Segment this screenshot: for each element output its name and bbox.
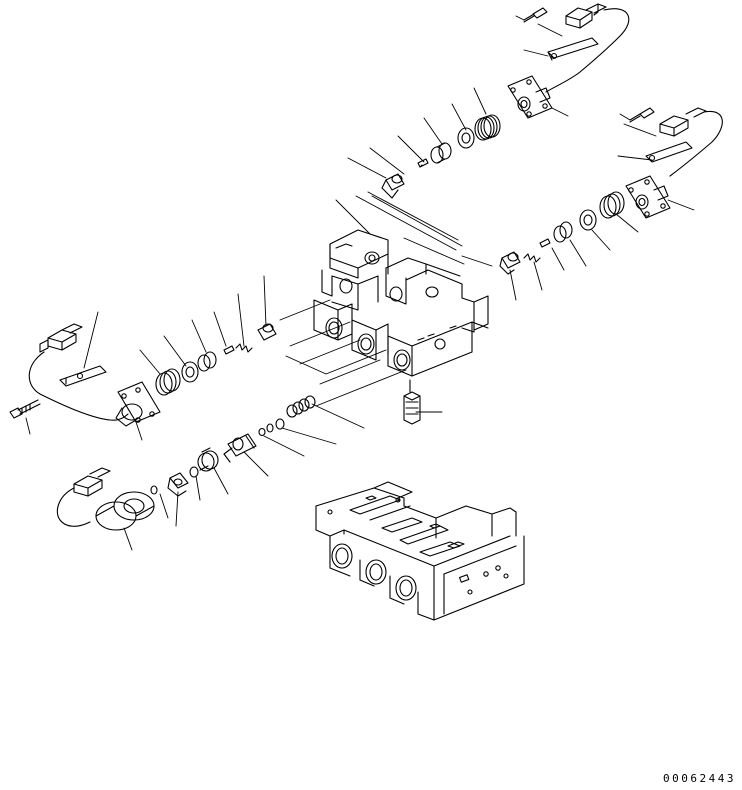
leader-24: [213, 311, 227, 347]
bottom-solenoid-coil: [95, 491, 155, 531]
top-solenoid-body: [507, 75, 553, 119]
right-solenoid-clamp: [645, 141, 693, 163]
spring-c: [155, 368, 181, 396]
leader-37: [195, 475, 201, 501]
washer-b: [579, 209, 597, 231]
drawing-code: 00062443: [663, 772, 736, 785]
leader-36: [213, 467, 229, 495]
leader-7: [423, 117, 443, 145]
small-ring-d: [258, 418, 285, 437]
leader-20: [533, 261, 543, 291]
drain-fitting: [403, 379, 421, 425]
leader-40: [123, 527, 133, 551]
plug-c: [257, 323, 277, 341]
plug-b: [499, 251, 521, 275]
spring-a: [474, 114, 501, 141]
leader-22: [263, 275, 267, 327]
main-valve-body: [313, 229, 489, 377]
leader-13: [623, 123, 657, 137]
pin-a: [417, 158, 429, 168]
leader-18: [569, 239, 587, 267]
leader-10: [347, 157, 387, 179]
leader-39: [159, 493, 169, 519]
leader-28: [83, 311, 99, 369]
oring-d: [189, 466, 199, 478]
leader-35: [243, 451, 269, 477]
leader-21: [509, 269, 517, 301]
leader-30: [25, 417, 31, 435]
spring-small-b: [523, 253, 541, 263]
leader-33: [281, 427, 337, 445]
lower-valve-parts: [167, 395, 316, 497]
leader-17: [591, 229, 611, 251]
leader-38: [175, 491, 179, 527]
spring-d: [286, 395, 316, 418]
leader-26: [163, 335, 187, 367]
bottom-solenoid-connector: [73, 467, 111, 497]
top-solenoid-wire: [545, 8, 630, 93]
top-solenoid-connector: [565, 3, 607, 29]
leader-3: [523, 49, 549, 57]
leader-25: [191, 319, 207, 353]
nut-d: [197, 447, 219, 472]
right-spring-stack: [499, 191, 625, 275]
right-solenoid-connector: [659, 107, 707, 137]
leader-29: [135, 421, 143, 441]
right-solenoid-group: [625, 107, 723, 219]
top-spring-stack: [381, 114, 501, 199]
leader-1: [515, 15, 525, 21]
leader-34: [263, 435, 305, 457]
left-solenoid-body: [115, 381, 161, 427]
plug-a: [381, 173, 405, 199]
top-solenoid-group: [507, 3, 630, 119]
leader-12: [619, 113, 631, 121]
leader-8: [397, 135, 425, 163]
right-solenoid-body: [625, 175, 671, 219]
leader-2: [537, 23, 563, 37]
leader-32: [311, 403, 365, 429]
leader-27: [139, 349, 161, 375]
spool-c: [197, 351, 217, 372]
right-solenoid-wire: [669, 110, 723, 177]
left-solenoid-group: [9, 323, 161, 427]
spool-b: [553, 221, 573, 243]
leader-5: [473, 87, 487, 115]
left-solenoid-bolt: [9, 399, 41, 419]
bottom-solenoid-group: [56, 467, 158, 531]
leader-6: [451, 103, 467, 131]
pin-c: [223, 345, 235, 355]
pin-b: [539, 238, 551, 248]
fitting-d: [167, 472, 189, 497]
spool-a: [430, 142, 452, 164]
assembled-valve-body: [315, 481, 525, 621]
callout-leaders: [25, 15, 695, 551]
leader-11: [335, 199, 371, 235]
leader-19: [551, 247, 565, 271]
leader-15: [667, 199, 695, 211]
top-solenoid-bolt: [523, 7, 548, 23]
right-solenoid-bolt: [629, 107, 655, 123]
leader-9: [369, 147, 405, 175]
left-solenoid-clamp: [59, 365, 107, 387]
spool-d: [223, 433, 257, 463]
washer-a: [457, 127, 475, 149]
top-solenoid-clamp: [547, 37, 599, 61]
spring-b: [599, 191, 625, 219]
left-solenoid-connector: [39, 323, 83, 353]
leader-14: [617, 155, 653, 161]
leader-4: [551, 107, 569, 117]
left-spring-stack: [155, 323, 277, 396]
upper-assembly-lines: [279, 191, 493, 407]
bottom-solenoid-wire: [56, 487, 91, 527]
bottom-oring: [150, 485, 158, 495]
spring-small-c: [235, 343, 253, 353]
leader-23: [237, 293, 245, 347]
left-solenoid-wire: [28, 351, 129, 421]
washer-c: [181, 361, 199, 383]
leader-16: [615, 213, 639, 233]
